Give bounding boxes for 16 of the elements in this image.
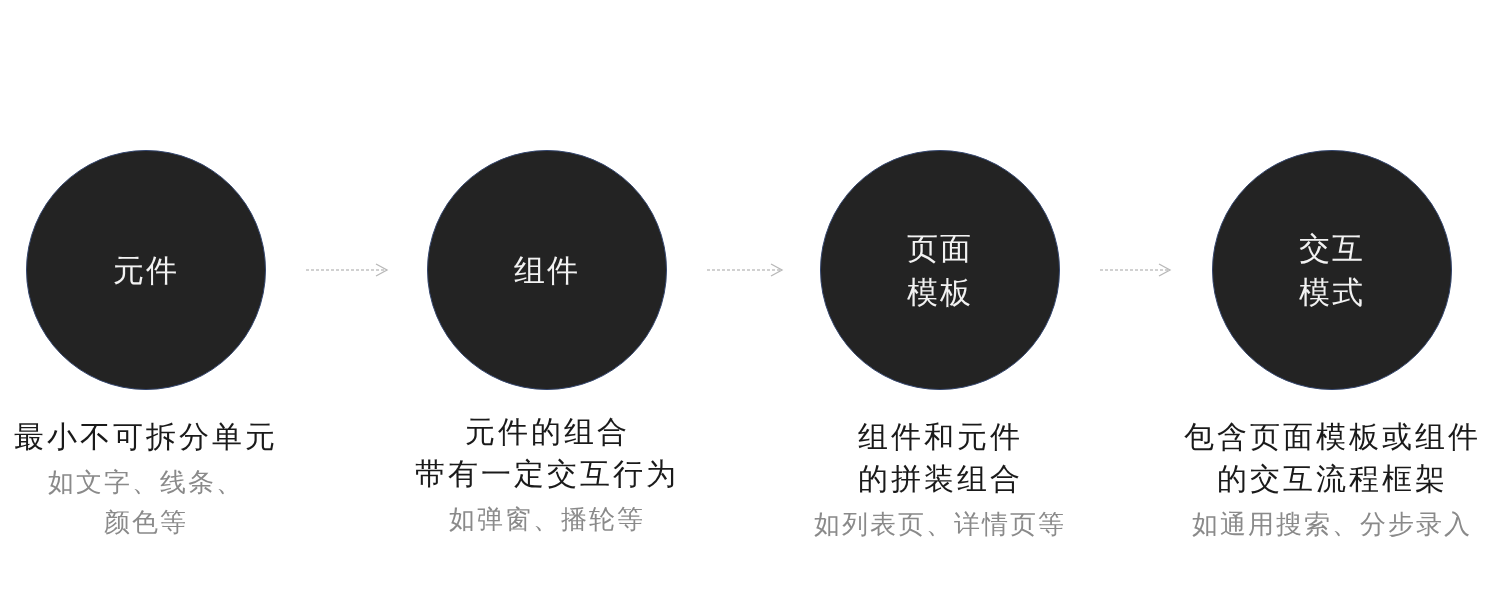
description-text: 组件和元件的拼装组合	[856, 418, 1024, 498]
example-text: 如文字、线条、颜色等	[47, 466, 245, 539]
arrow	[1099, 263, 1171, 277]
example-text: 如列表页、详情页等	[814, 508, 1066, 541]
circle-label: 页面模板	[906, 229, 974, 312]
description-text: 包含页面模板或组件的交互流程框架	[1182, 418, 1482, 498]
example-text: 如弹窗、播轮等	[449, 503, 645, 536]
description-text: 最小不可拆分单元	[14, 418, 278, 456]
circle-label: 组件	[514, 251, 580, 290]
circle-label: 元件	[113, 251, 179, 290]
description-text: 元件的组合	[464, 413, 630, 451]
example-text: 如通用搜索、分步录入	[1192, 508, 1472, 541]
arrow	[706, 263, 783, 277]
description-text: 带有一定交互行为	[415, 455, 679, 493]
arrow	[305, 263, 388, 277]
circle-label: 交互模式	[1298, 229, 1366, 312]
